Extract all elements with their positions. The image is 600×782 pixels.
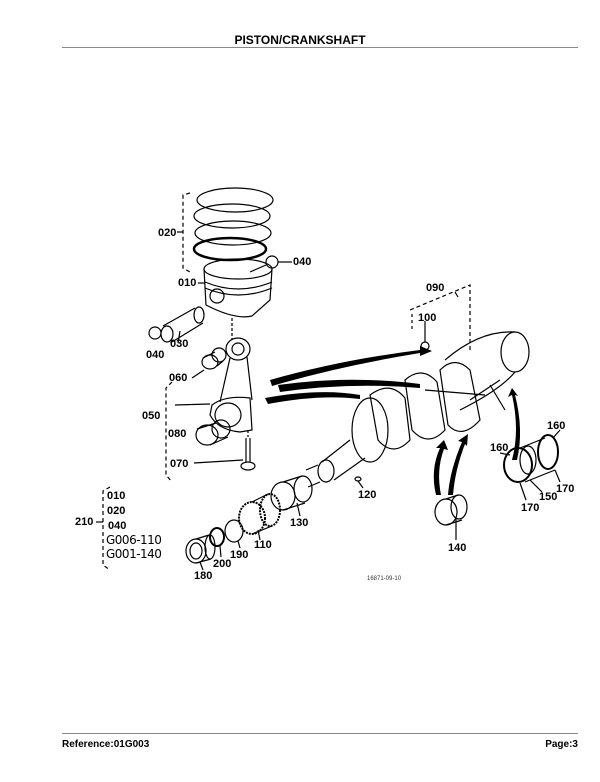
callout-020: 020 [158, 227, 177, 239]
callout-200: 200 [213, 558, 232, 570]
small-end-bushing [201, 347, 227, 370]
header-divider [62, 47, 578, 48]
kit-number: 210 [75, 516, 94, 528]
reference-label: Reference:01G003 [62, 739, 150, 750]
callout-100: 100 [418, 312, 437, 324]
kit-item: 020 [107, 505, 126, 517]
callout-170: 170 [521, 502, 540, 514]
o-ring [209, 527, 225, 547]
callout-140: 140 [448, 542, 467, 554]
callout-190: 190 [230, 549, 249, 561]
callout-120: 120 [358, 489, 377, 501]
kit-item: G006-110 [106, 533, 162, 547]
callout-090: 090 [426, 282, 445, 294]
callout-040: 040 [293, 256, 312, 268]
callout-130: 130 [290, 517, 309, 529]
key [354, 476, 362, 482]
callout-050: 050 [142, 410, 161, 422]
connecting-rod [209, 337, 253, 433]
footer-divider [62, 733, 578, 734]
kit-item: G001-140 [106, 547, 162, 561]
main-bearing-case [503, 434, 559, 483]
piston-rings [177, 187, 274, 273]
kit-item: 040 [108, 520, 127, 532]
assembly-arrows [265, 346, 521, 495]
callout-160: 160 [490, 442, 509, 454]
snap-ring [265, 255, 279, 269]
callout-040: 040 [146, 349, 165, 361]
callout-170: 170 [556, 483, 575, 495]
page-title: PISTON/CRANKSHAFT [234, 33, 366, 47]
connecting-rod-bolt [240, 438, 256, 471]
callout-160: 160 [547, 420, 566, 432]
snap-ring [148, 326, 162, 340]
big-end-bearing [195, 419, 231, 446]
callout-180: 180 [194, 570, 213, 582]
piston [198, 258, 273, 318]
kit-item: 010 [107, 490, 126, 502]
callout-060: 060 [169, 372, 188, 384]
callout-080: 080 [168, 428, 187, 440]
crankshaft-gear [238, 493, 281, 535]
callout-150: 150 [539, 491, 558, 503]
callout-070: 070 [170, 458, 189, 470]
callout-110: 110 [254, 539, 272, 551]
center-bearing [434, 494, 468, 526]
collar [224, 519, 244, 543]
callout-030: 030 [170, 338, 189, 350]
callout-010: 010 [178, 277, 197, 289]
front-bearing [270, 475, 313, 511]
sleeve [185, 534, 216, 564]
page-number: Page:3 [545, 739, 578, 750]
drawing-code: 16871-09-10 [367, 576, 402, 582]
crankshaft [305, 331, 530, 488]
piston-pin [160, 306, 205, 343]
